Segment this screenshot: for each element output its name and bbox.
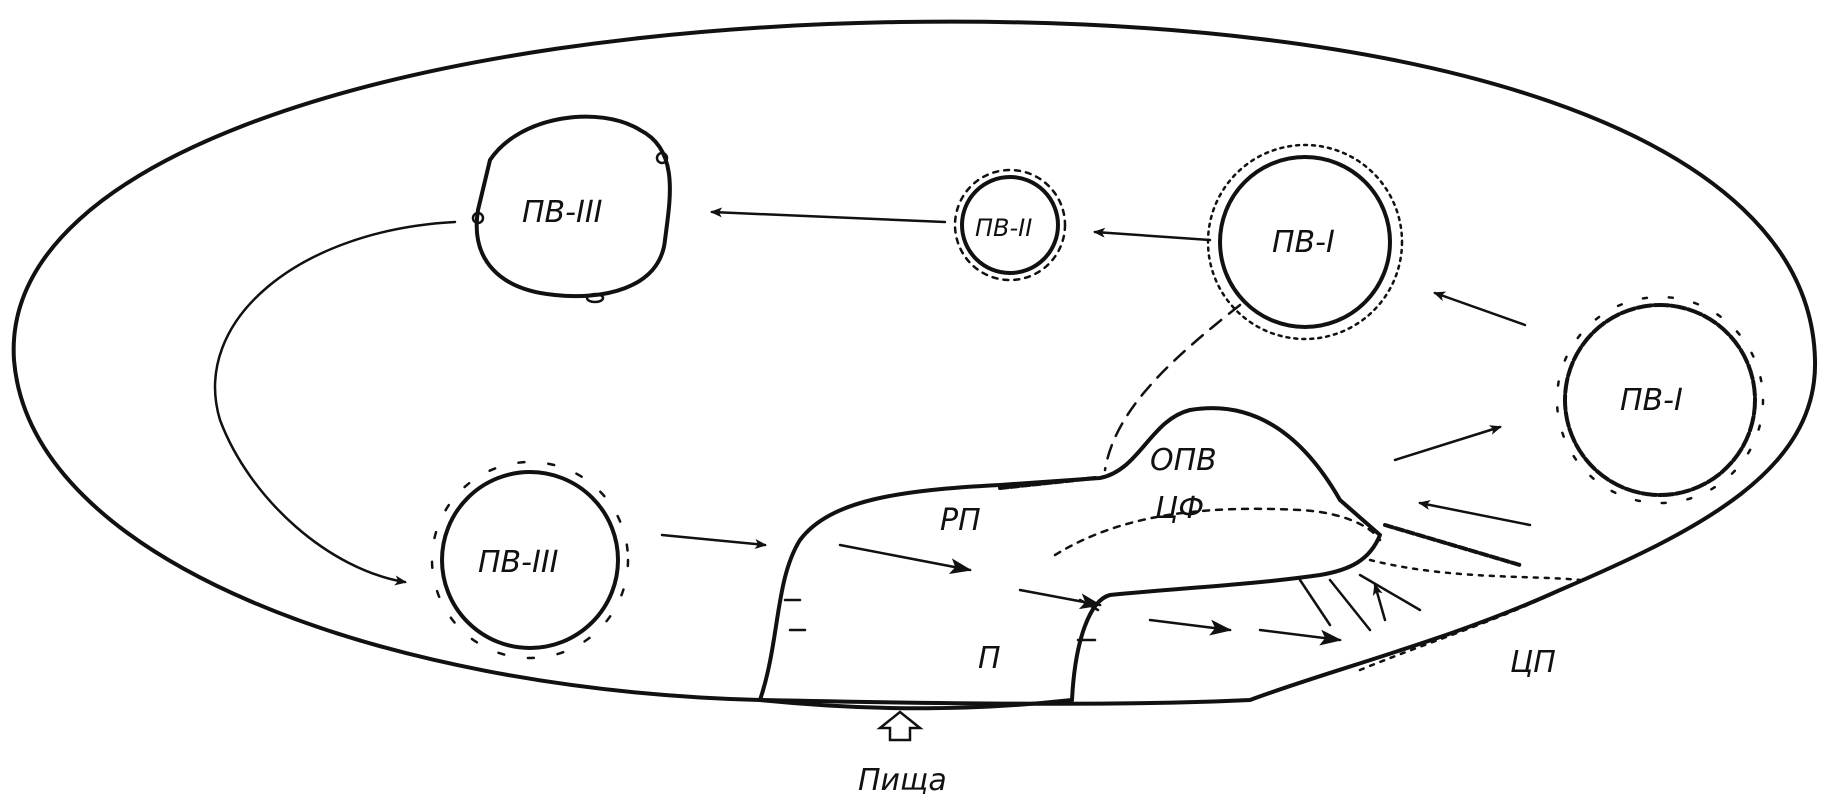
oral-apparatus: РП П ОПВ ЦФ ЦП — [758, 406, 1582, 711]
label-pv1-right: ПВ-I — [1620, 383, 1683, 418]
vacuole-pv3-bottom: ПВ-III — [430, 460, 630, 660]
vacuole-pv1-top: ПВ-I — [1206, 143, 1404, 341]
vacuole-pv1-right: ПВ-I — [1555, 295, 1765, 505]
up-arrow-icon — [876, 710, 924, 742]
label-pv1-top: ПВ-I — [1272, 225, 1335, 260]
label-food: Пища — [858, 763, 947, 798]
label-rp: РП — [940, 503, 981, 538]
label-cp: ЦП — [1510, 645, 1556, 680]
vacuole-pv2: ПВ-II — [953, 168, 1067, 282]
label-pv3-bottom: ПВ-III — [478, 545, 559, 580]
label-cf: ЦФ — [1155, 491, 1204, 526]
cell-outline — [11, 19, 1818, 706]
food-input: Пища — [858, 710, 947, 798]
cycle-arrows — [213, 207, 1532, 586]
label-opv: ОПВ — [1150, 443, 1217, 478]
label-p: П — [978, 641, 1001, 676]
vacuole-pv3-top: ПВ-III — [471, 114, 672, 304]
label-pv3-top: ПВ-III — [522, 195, 603, 230]
label-pv2: ПВ-II — [975, 214, 1032, 242]
